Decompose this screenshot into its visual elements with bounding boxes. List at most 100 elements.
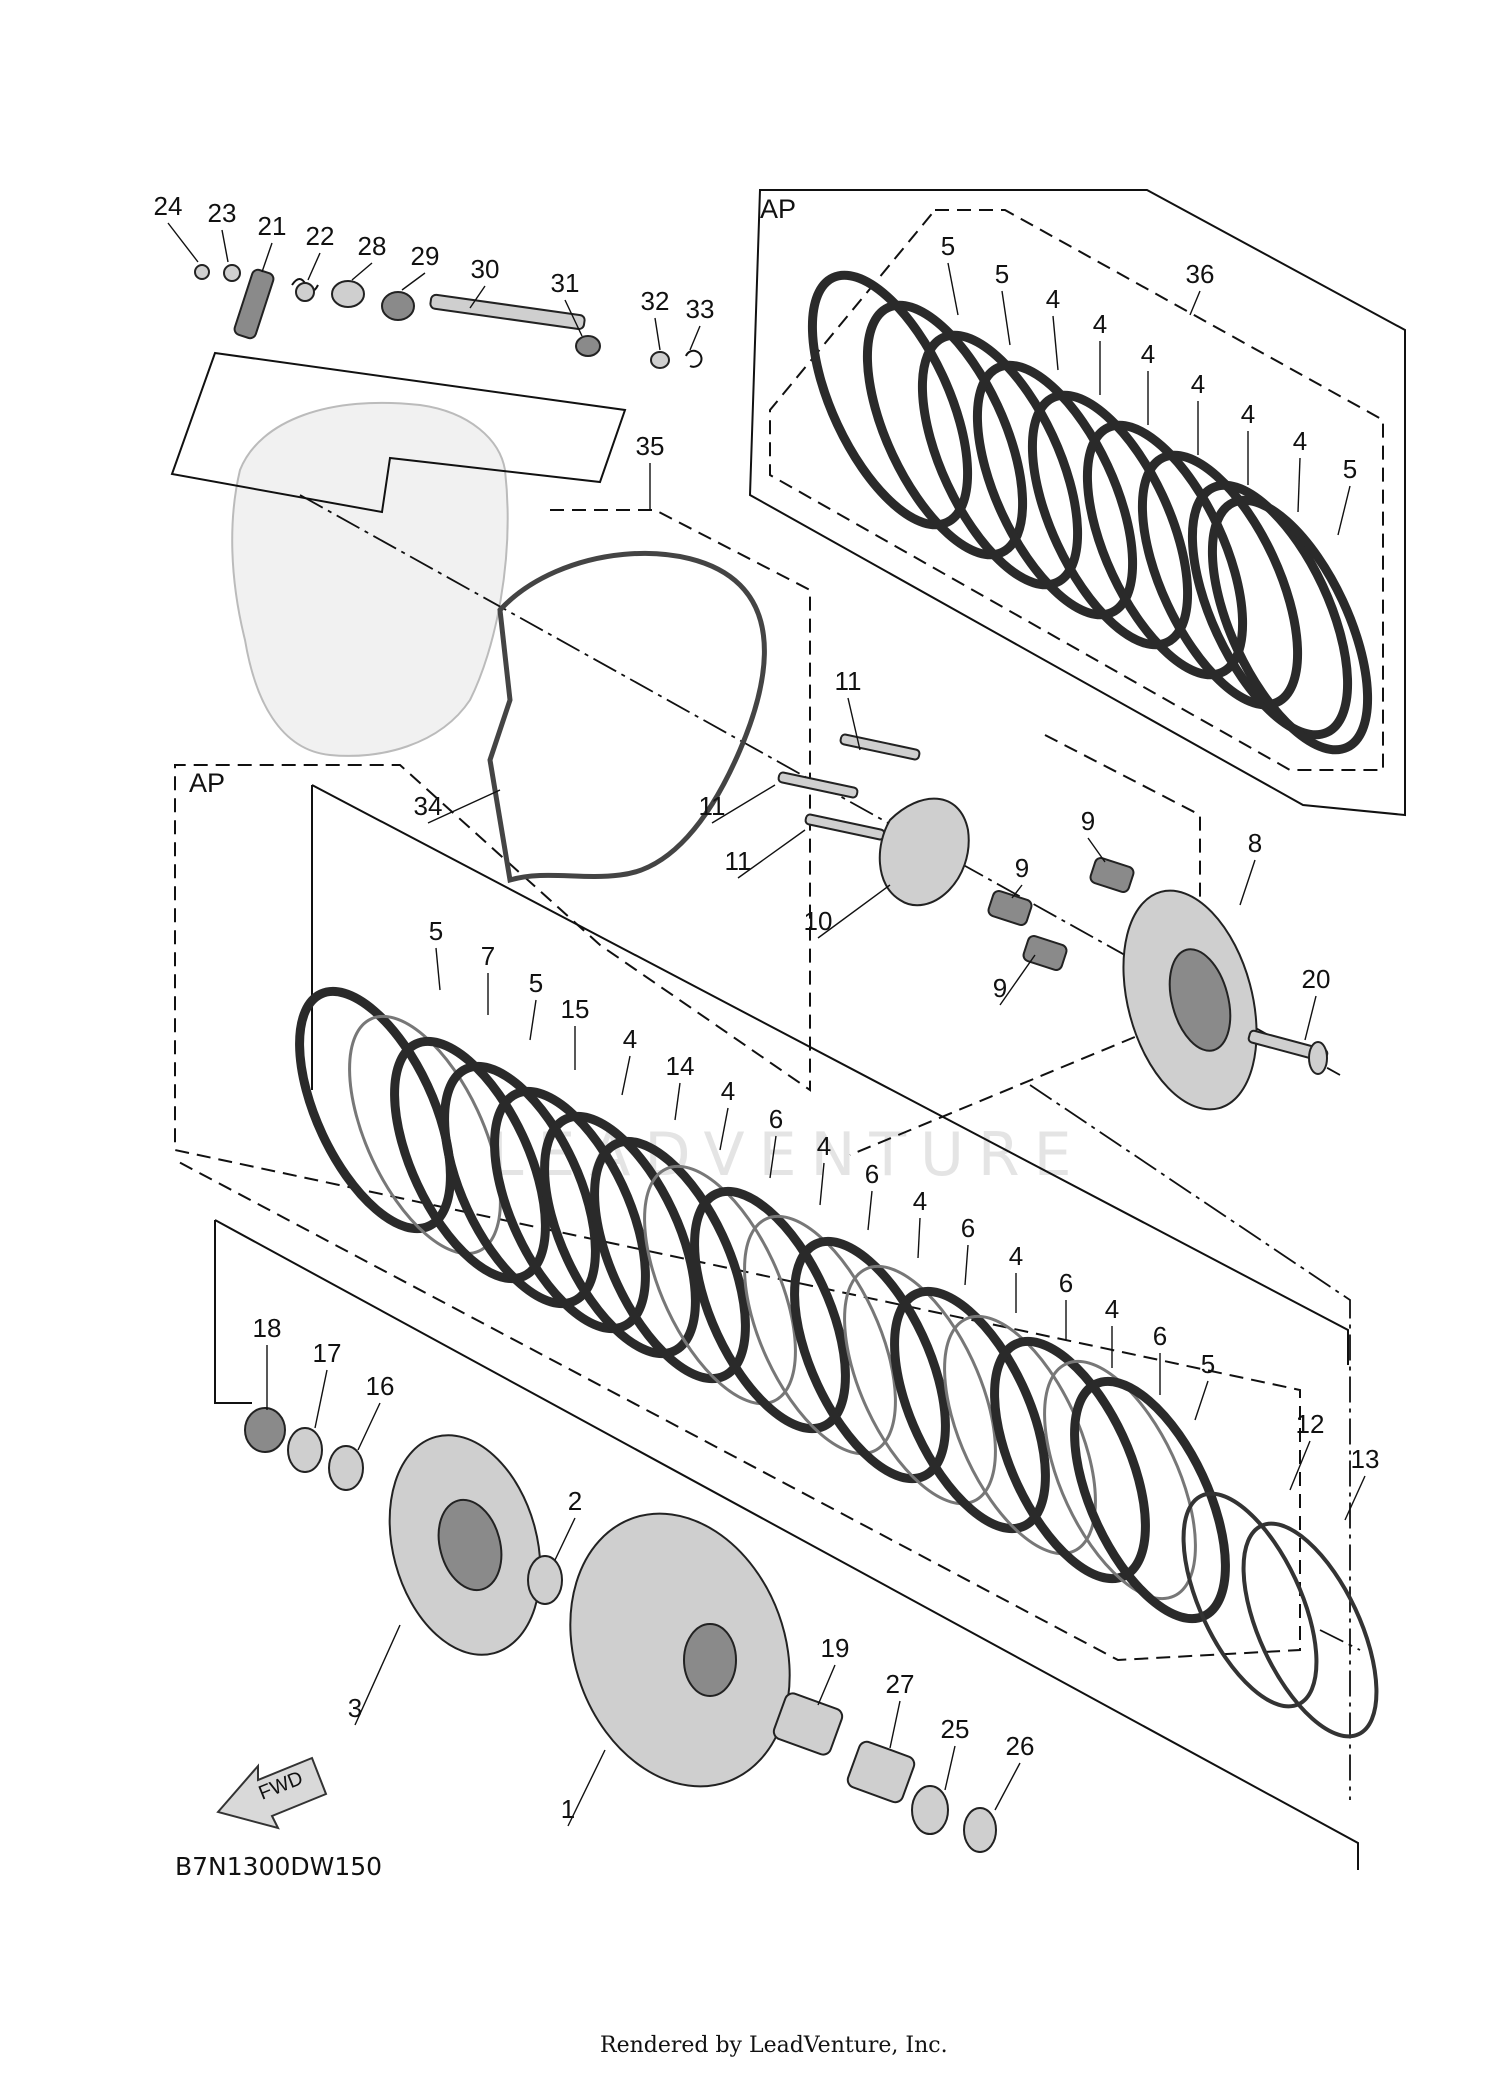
leader-line	[427, 789, 501, 824]
callout-25: 25	[941, 1714, 970, 1744]
callout-5: 5	[1343, 454, 1357, 484]
leader-line	[819, 1162, 825, 1206]
leader-line	[469, 285, 486, 309]
axis-line-rings	[1319, 1629, 1361, 1651]
callout-4: 4	[913, 1186, 927, 1216]
bolt-11	[804, 813, 886, 841]
pressure-plate-8-hub	[1168, 948, 1232, 1052]
callout-26: 26	[1006, 1731, 1035, 1761]
leader-line	[529, 999, 537, 1041]
leader-line	[999, 954, 1036, 1006]
leader-line	[917, 1217, 921, 1259]
friction-plate	[790, 1236, 950, 1484]
wire-ring-12	[1181, 1491, 1319, 1709]
bottom-kit-frame	[311, 784, 1349, 1365]
callout-6: 6	[1153, 1321, 1167, 1351]
callout-9: 9	[1081, 806, 1095, 836]
washer-17	[287, 1427, 323, 1473]
leader-line	[1344, 1475, 1366, 1521]
leader-line	[719, 1107, 729, 1151]
bearing-29	[381, 291, 415, 321]
hub-group-frame	[214, 1219, 1359, 1870]
callout-22: 22	[306, 221, 335, 251]
shaft-parts	[194, 264, 703, 369]
leader-line	[261, 242, 273, 273]
leader-line	[817, 1664, 836, 1706]
circlip-33	[685, 349, 703, 368]
callout-35: 35	[636, 431, 665, 461]
bolt-11	[777, 771, 859, 799]
lever-21	[233, 268, 275, 340]
clutch-housing-1-core	[683, 1623, 737, 1697]
callout-12: 12	[1296, 1409, 1325, 1439]
clutch-plate	[643, 1164, 797, 1406]
leader-lines	[167, 222, 1366, 1827]
callout-19: 19	[821, 1633, 850, 1663]
upper-kit-frame	[748, 189, 1406, 817]
leader-line	[1297, 457, 1301, 513]
clutch-plate	[743, 1214, 897, 1456]
leader-line	[947, 262, 959, 316]
leader-line	[1289, 1440, 1311, 1491]
leader-line	[1052, 315, 1059, 371]
kit-label-bottom: AP	[189, 768, 225, 798]
callout-11: 11	[699, 791, 726, 821]
callout-1: 1	[561, 1794, 575, 1824]
plate-14	[540, 1111, 700, 1359]
clutch-plate	[1027, 390, 1193, 650]
callout-36: 36	[1186, 259, 1215, 289]
gasket-34	[487, 550, 767, 884]
callout-16: 16	[366, 1371, 395, 1401]
pressure-plate-group	[777, 733, 1329, 1111]
shaft-group-frame	[170, 351, 627, 514]
clutch-boss-3-core	[437, 1498, 503, 1592]
leader-line	[1194, 1380, 1209, 1421]
callout-9: 9	[993, 973, 1007, 1003]
leader-line	[674, 1082, 681, 1121]
callout-4: 4	[1009, 1241, 1023, 1271]
callout-14: 14	[666, 1051, 695, 1081]
leader-line	[564, 299, 583, 337]
push-rod-30	[429, 293, 586, 331]
callout-23: 23	[208, 198, 237, 228]
upper-plate-stack	[807, 270, 1373, 755]
crankcase-cover	[231, 401, 509, 757]
hub-group	[244, 1407, 997, 1853]
leader-line	[354, 1624, 401, 1726]
leader-line	[867, 1190, 873, 1231]
callout-13: 13	[1351, 1444, 1380, 1474]
callout-17: 17	[313, 1338, 342, 1368]
callout-4: 4	[721, 1076, 735, 1106]
callout-11: 11	[835, 666, 862, 696]
callout-7: 7	[481, 941, 495, 971]
leader-line	[221, 229, 229, 263]
friction-plate	[1070, 1376, 1230, 1624]
leader-line	[654, 317, 661, 351]
callout-32: 32	[641, 286, 670, 316]
render-credit: Rendered by LeadVenture, Inc.	[600, 2033, 948, 2058]
clutch-plate	[1137, 450, 1303, 710]
callout-5: 5	[995, 259, 1009, 289]
leader-line	[1001, 290, 1011, 346]
leader-line	[401, 272, 426, 291]
callout-4: 4	[817, 1131, 831, 1161]
leader-line	[1189, 290, 1201, 316]
washer-2	[527, 1555, 563, 1605]
leader-line	[1011, 884, 1023, 899]
circlip-24	[194, 264, 210, 280]
friction-plate	[862, 300, 1028, 560]
callout-5: 5	[941, 231, 955, 261]
axis-line-lower	[1029, 1084, 1351, 1800]
leader-line	[1337, 485, 1351, 536]
leader-line	[994, 1762, 1021, 1811]
callout-4: 4	[1141, 339, 1155, 369]
leader-line	[351, 262, 373, 281]
leader-line	[711, 784, 776, 824]
callout-9: 9	[1015, 853, 1029, 883]
collar-27	[846, 1740, 916, 1804]
callout-6: 6	[961, 1213, 975, 1243]
clutch-plate	[1043, 1359, 1197, 1601]
gasket-frame	[174, 509, 1301, 1662]
bolt-11	[839, 733, 921, 761]
